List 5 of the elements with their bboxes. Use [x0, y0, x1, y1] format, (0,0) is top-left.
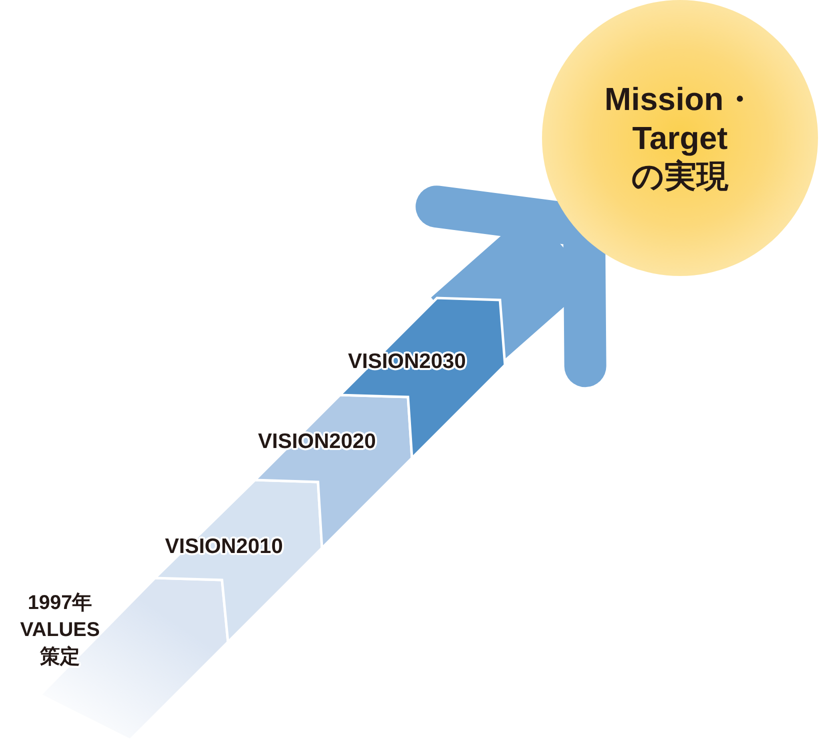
segment-label: 1997年 VALUES 策定 — [19, 591, 101, 670]
arrow — [416, 186, 606, 388]
segment-label: VISION2010 — [165, 535, 283, 559]
goal-text: Mission・ Target の実現 — [603, 80, 757, 196]
segment-label: VISION2020 — [258, 430, 376, 454]
